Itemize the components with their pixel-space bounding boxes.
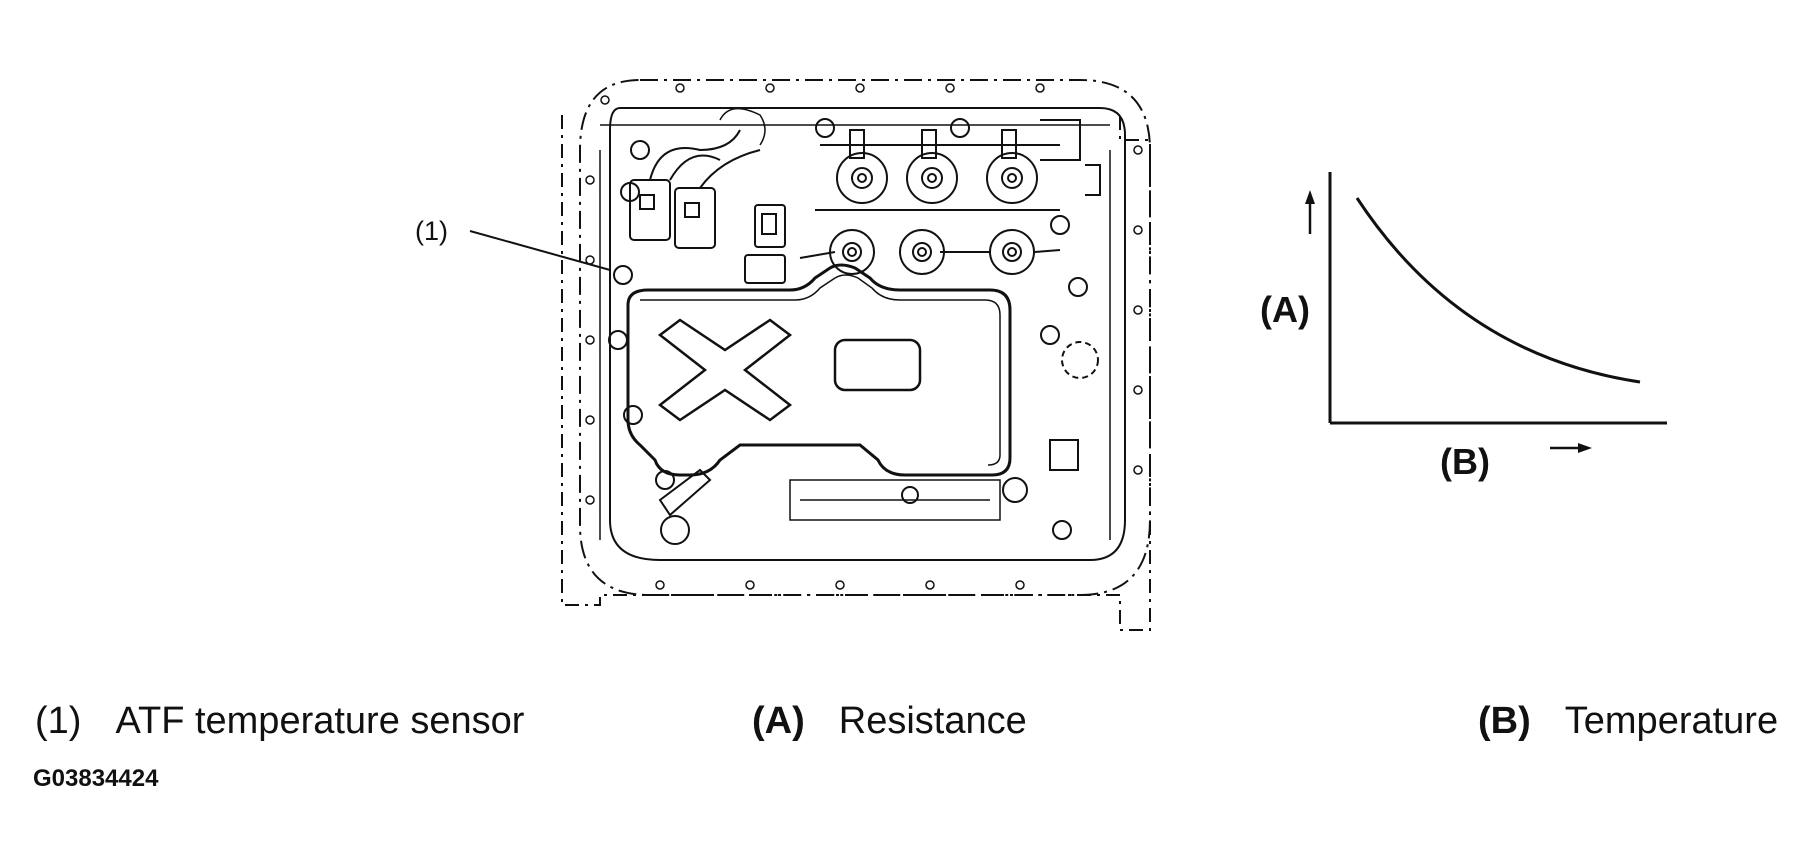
legend-text-b: Temperature [1564, 700, 1779, 742]
callout-leader-line [469, 230, 611, 271]
x-increase-arrow-icon [1550, 443, 1592, 453]
lower-valve-details [658, 119, 1101, 545]
solenoid-row-bottom [799, 229, 1061, 275]
legend-key-b: (B) [1478, 700, 1531, 742]
legend-item-a: (A) Resistance [752, 700, 1027, 743]
harness-connectors [629, 107, 786, 284]
strainer-x-rib [657, 318, 793, 422]
case-outline [561, 115, 1151, 631]
y-increase-arrow-icon [1305, 190, 1315, 234]
y-axis-label: (A) [1260, 289, 1310, 330]
legend-item-1: (1) ATF temperature sensor [35, 700, 524, 743]
valve-body-outline [609, 107, 1126, 561]
bolts [608, 118, 1088, 540]
resistance-curve [1355, 197, 1641, 384]
strainer-window [833, 338, 922, 392]
legend-key-1: (1) [35, 700, 82, 742]
legend-item-b: (B) Temperature [1478, 700, 1778, 743]
oil-strainer [626, 263, 1012, 477]
legend-text-a: Resistance [838, 700, 1027, 742]
transmission-valve-body-drawing [561, 79, 1151, 631]
legend-key-a: (A) [752, 700, 805, 742]
flange-holes [585, 83, 1143, 590]
x-axis-label: (B) [1440, 441, 1490, 482]
legend-text-1: ATF temperature sensor [115, 700, 525, 742]
callout-label: (1) [415, 216, 448, 246]
figure-code: G03834424 [33, 765, 159, 792]
resistance-temperature-graph: (A) (B) [1260, 172, 1667, 482]
solenoid-row-top [815, 129, 1060, 211]
pan-gasket-outline [579, 79, 1151, 596]
